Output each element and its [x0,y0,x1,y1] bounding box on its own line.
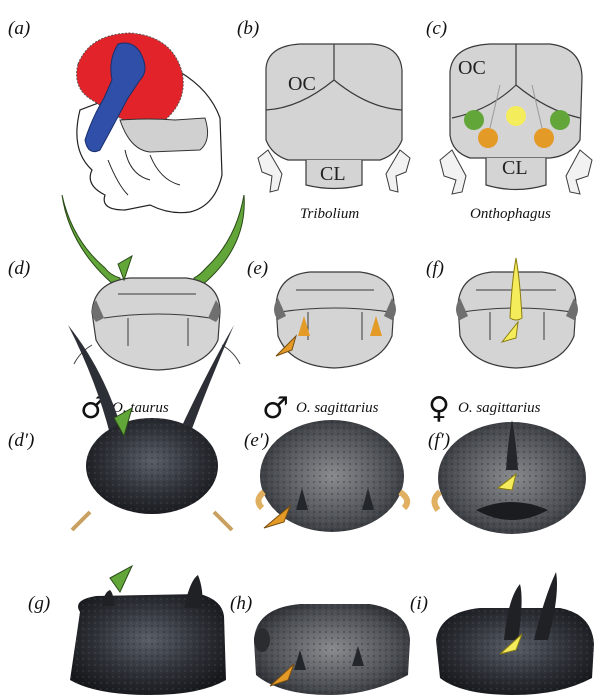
tribolium-cl-label: CL [320,163,346,185]
panel-i: (i) [410,572,594,695]
onthophagus-antenna-right [566,150,592,194]
sagittarius-male-caption: O. sagittarius [296,400,379,416]
panel-label-f-prime: (f′) [428,430,450,451]
onthophagus-caption: Onthophagus [470,206,551,222]
sex-symbol-e: ♂ [262,391,289,426]
onthophagus-cl-label: CL [502,157,528,179]
photo-g-bump-left [102,590,114,606]
horn-left [62,195,120,290]
yellow-horn [510,258,522,320]
panel-label-h: (h) [230,593,252,614]
tribolium-antenna-left [258,150,282,192]
photo-g-texture [70,594,226,695]
onthophagus-oc-label: OC [458,57,486,79]
tribolium-oc-label: OC [288,73,316,95]
panel-label-e-prime: (e′) [244,430,269,451]
photo-h-eye [254,628,270,652]
green-arrowhead-d [118,256,132,280]
panel-label-d-prime: (d′) [8,430,34,451]
panel-e: (e) ♂ O. sagittarius [247,258,396,426]
yellow-domain [506,106,526,126]
panel-label-i: (i) [410,593,428,614]
photo-taurus-legs [72,512,232,530]
onthophagus-antenna-left [440,150,466,194]
horn-right [194,195,244,290]
sex-symbol-f: ♀ [428,391,450,426]
panel-a: (a) [8,18,222,213]
panel-label-e: (e) [247,258,268,279]
panel-d: (d) ♂ O. taurus [8,195,244,426]
photo-sagittarius-female-antenna [434,492,440,510]
panel-b: (b) OC CL Tribolium [237,18,410,222]
panel-label-b: (b) [237,18,259,39]
green-domain-right [550,110,570,130]
green-arrowhead-g [110,566,132,592]
orange-domain-left [478,128,498,148]
photo-g-horn-right [184,575,203,608]
panel-label-d: (d) [8,258,30,279]
orange-domain-right [534,128,554,148]
panel-label-a: (a) [8,18,30,39]
panel-label-f: (f) [426,258,444,279]
panel-label-g: (g) [28,593,50,614]
panel-f-prime: (f′) [428,420,586,534]
photo-sagittarius-male-antenna-right [400,492,407,508]
panel-h: (h) [230,593,410,695]
tribolium-caption: Tribolium [300,206,359,222]
sagittarius-female-caption: O. sagittarius [458,400,541,416]
panel-f: (f) ♀ O. sagittarius [426,258,578,426]
photo-taurus-texture [86,418,218,514]
panel-c: (c) OC CL Onthophagus [426,18,592,222]
taurus-caption: O. taurus [112,400,169,416]
panel-label-c: (c) [426,18,447,39]
panel-e-prime: (e′) [244,420,407,532]
green-domain-left [464,110,484,130]
photo-sagittarius-male-antenna-left [258,492,264,508]
tribolium-antenna-right [386,150,410,192]
panel-g: (g) [28,566,226,695]
taurus-head [92,278,220,370]
